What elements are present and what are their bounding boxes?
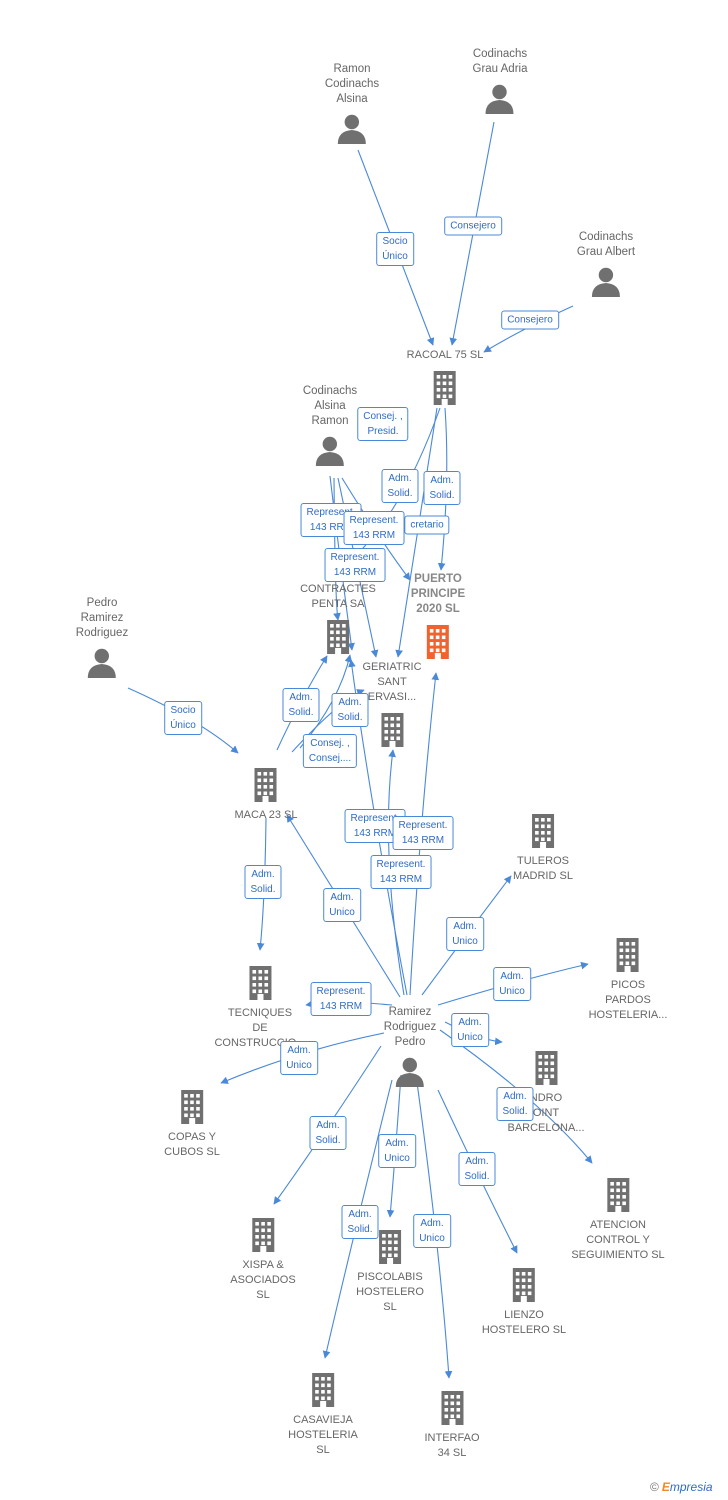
- building-icon: [426, 625, 449, 659]
- person-icon: [338, 114, 366, 144]
- building-icon: [512, 1268, 535, 1302]
- node-label: RACOAL 75 SL: [406, 349, 484, 361]
- node-codinachs-alsina-ramon[interactable]: Codinachs Alsina Ramon: [303, 384, 357, 473]
- relation-label[interactable]: Adm. Unico: [378, 1134, 416, 1168]
- person-icon: [485, 84, 514, 114]
- node-label: Ramirez Rodriguez Pedro: [383, 1006, 437, 1048]
- relation-label[interactable]: Represent. 143 RRM: [392, 816, 454, 850]
- node-label: MACA 23 SL: [234, 809, 298, 821]
- node-racoal[interactable]: RACOAL 75 SL: [406, 348, 484, 411]
- building-icon: [180, 1090, 203, 1124]
- relation-label[interactable]: Adm. Solid.: [341, 1205, 379, 1239]
- node-pedro-ramirez[interactable]: Pedro Ramirez Rodriguez: [76, 596, 128, 685]
- node-label: Pedro Ramirez Rodriguez: [75, 597, 129, 639]
- empresia-logo-text: mpresia: [669, 1480, 713, 1494]
- node-tecniques[interactable]: TECNIQUES DE CONSTRUCCIO...: [214, 958, 306, 1051]
- person-icon: [87, 648, 116, 678]
- node-indoor[interactable]: NDRO OINT BARCELONA...: [507, 1043, 585, 1136]
- node-ramon-codinachs-alsina[interactable]: Ramon Codinachs Alsina: [325, 62, 379, 151]
- edge-1: [449, 121, 495, 346]
- relation-label[interactable]: Adm. Solid.: [244, 865, 282, 899]
- node-maca[interactable]: MACA 23 SL: [234, 760, 298, 823]
- relation-label[interactable]: Represent. 143 RRM: [343, 511, 405, 545]
- node-casavieja[interactable]: CASAVIEJA HOSTELERIA SL: [288, 1365, 358, 1458]
- relation-label[interactable]: Consejero: [444, 216, 502, 236]
- building-icon: [249, 966, 271, 1000]
- node-codinachs-grau-albert[interactable]: Codinachs Grau Albert: [577, 230, 635, 304]
- building-icon: [616, 938, 639, 972]
- node-label: Codinachs Grau Adria: [472, 48, 528, 75]
- relation-label[interactable]: Represent. 143 RRM: [370, 855, 432, 889]
- node-picos[interactable]: PICOS PARDOS HOSTELERIA...: [588, 930, 668, 1023]
- relation-label[interactable]: Represent. 143 RRM: [310, 982, 372, 1016]
- building-icon: [380, 713, 403, 747]
- building-icon: [312, 1373, 334, 1407]
- node-xispa[interactable]: XISPA & ASOCIADOS SL: [230, 1210, 296, 1303]
- node-lienzo[interactable]: LIENZO HOSTELERO SL: [482, 1260, 566, 1338]
- relation-label[interactable]: cretario: [404, 515, 450, 535]
- node-label: COPAS Y CUBOS SL: [164, 1131, 220, 1158]
- relation-label[interactable]: Socio Único: [376, 232, 414, 266]
- building-icon: [535, 1051, 557, 1085]
- relation-label[interactable]: Adm. Unico: [446, 917, 484, 951]
- building-icon: [252, 1218, 274, 1252]
- node-copas[interactable]: COPAS Y CUBOS SL: [164, 1082, 220, 1160]
- node-label: Codinachs Alsina Ramon: [302, 385, 358, 427]
- node-piscolabis[interactable]: PISCOLABIS HOSTELERO SL: [356, 1222, 424, 1315]
- node-label: NDRO OINT BARCELONA...: [507, 1092, 585, 1134]
- relation-label[interactable]: Adm. Unico: [280, 1041, 318, 1075]
- node-interfao[interactable]: INTERFAO 34 SL: [424, 1383, 480, 1461]
- relation-label[interactable]: Represent. 143 RRM: [324, 548, 386, 582]
- person-icon: [395, 1057, 424, 1087]
- node-atencion[interactable]: ATENCION CONTROL Y SEGUIMIENTO SL: [571, 1170, 665, 1263]
- node-label: ATENCION CONTROL Y SEGUIMIENTO SL: [571, 1219, 665, 1261]
- building-icon: [606, 1178, 629, 1212]
- relation-label[interactable]: Adm. Solid.: [423, 471, 461, 505]
- building-icon: [254, 768, 277, 802]
- building-icon: [440, 1391, 463, 1425]
- node-label: XISPA & ASOCIADOS SL: [230, 1259, 296, 1301]
- copyright-symbol: ©: [650, 1480, 659, 1494]
- relation-label[interactable]: Adm. Solid.: [496, 1087, 534, 1121]
- node-label: INTERFAO 34 SL: [424, 1432, 480, 1459]
- relation-label[interactable]: Adm. Solid.: [309, 1116, 347, 1150]
- person-icon: [316, 436, 344, 466]
- building-icon: [532, 814, 554, 848]
- relation-label[interactable]: Adm. Unico: [451, 1013, 489, 1047]
- node-label: PUERTO PRINCIPE 2020 SL: [410, 573, 466, 615]
- node-label: TULEROS MADRID SL: [513, 855, 573, 882]
- node-label: CASAVIEJA HOSTELERIA SL: [288, 1414, 358, 1456]
- node-codinachs-grau-adria[interactable]: Codinachs Grau Adria: [472, 47, 528, 121]
- relation-label[interactable]: Adm. Solid.: [381, 469, 419, 503]
- relation-label[interactable]: Adm. Unico: [413, 1214, 451, 1248]
- relation-label[interactable]: Consej. , Consej....: [302, 734, 358, 768]
- node-label: PISCOLABIS HOSTELERO SL: [356, 1271, 424, 1313]
- relation-label[interactable]: Consejero: [501, 310, 559, 330]
- node-label: Codinachs Grau Albert: [576, 231, 636, 258]
- node-puerto[interactable]: PUERTO PRINCIPE 2020 SL: [411, 572, 465, 665]
- relation-label[interactable]: Adm. Unico: [493, 967, 531, 1001]
- node-label: LIENZO HOSTELERO SL: [481, 1309, 567, 1336]
- relation-label[interactable]: Represent. 143 RRM: [300, 503, 362, 537]
- building-icon: [433, 371, 456, 405]
- node-ramirez-pedro[interactable]: Ramirez Rodriguez Pedro: [384, 1005, 436, 1094]
- relation-label[interactable]: Consej. , Presid.: [357, 407, 409, 441]
- node-label: GERIATRIC SANT ERVASI...: [362, 661, 422, 703]
- node-label: Ramon Codinachs Alsina: [324, 63, 380, 105]
- node-geriatric[interactable]: GERIATRIC SANT ERVASI...: [362, 660, 422, 753]
- relation-label[interactable]: Adm. Solid.: [458, 1152, 496, 1186]
- relation-label[interactable]: Adm. Solid.: [282, 688, 320, 722]
- empresia-logo-initial: E: [661, 1480, 670, 1494]
- node-tuleros[interactable]: TULEROS MADRID SL: [513, 806, 573, 884]
- building-icon: [327, 620, 349, 654]
- relation-label[interactable]: Adm. Unico: [323, 888, 361, 922]
- relation-label[interactable]: Socio Único: [164, 701, 202, 735]
- building-icon: [378, 1230, 401, 1264]
- relation-label[interactable]: Adm. Solid.: [331, 693, 369, 727]
- empresia-credit[interactable]: ©Empresia: [650, 1480, 713, 1494]
- person-icon: [591, 267, 620, 297]
- node-label: PICOS PARDOS HOSTELERIA...: [588, 979, 668, 1021]
